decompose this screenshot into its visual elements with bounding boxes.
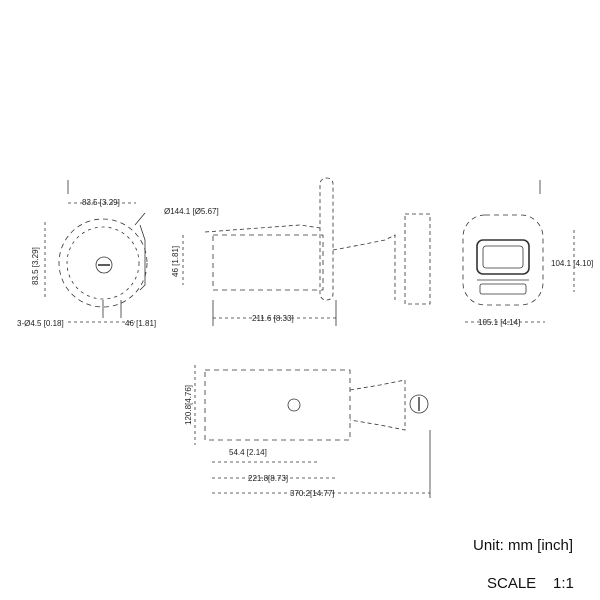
side-view-antenna <box>319 177 334 301</box>
side-view-camera-body <box>212 234 324 291</box>
bottom-view-body <box>204 369 351 441</box>
back-view-height-label: 104.1 [4.10] <box>551 259 593 268</box>
side-view-wall-mount <box>404 213 431 305</box>
back-view-housing <box>462 214 544 306</box>
front-view-width-label: 83.5 [3.29] <box>82 198 120 207</box>
bottom-view-height-label: 120.8[4.76] <box>184 385 193 425</box>
bottom-view-bracket <box>349 379 406 431</box>
front-view <box>44 180 184 323</box>
back-view-lens-window <box>476 239 530 275</box>
unit-label: Unit: mm [inch] <box>473 537 574 554</box>
side-view-bracket-arm <box>332 234 396 300</box>
front-view-outer-circle <box>58 218 148 308</box>
back-view-lower-panel <box>479 283 527 295</box>
side-view <box>204 177 431 326</box>
side-view-length-label: 211.6 [8.33] <box>252 314 294 323</box>
front-view-inner-circle <box>66 226 140 300</box>
side-view-visor <box>204 224 321 233</box>
front-view-center-hole <box>95 256 113 274</box>
front-view-depth-label: 46 [1.81] <box>171 246 180 277</box>
back-view-width-label: 105.1 [4.14] <box>478 318 520 327</box>
bottom-view-mount-knob <box>409 394 429 414</box>
front-view-offset-label: 46 [1.81] <box>125 319 156 328</box>
scale-label: SCALE <box>487 575 537 592</box>
bottom-view <box>194 365 431 498</box>
front-view-height-label: 83.5 [3.29] <box>31 247 40 285</box>
bottom-view-mid-label: 221.8[8.73] <box>248 474 288 483</box>
front-view-right-bracket <box>139 224 146 291</box>
back-view <box>462 180 575 323</box>
back-view-lens-inner <box>482 245 524 269</box>
scale-value: 1:1 <box>553 575 574 592</box>
front-view-hole-label: 3-Ø4.5 [0.18] <box>17 319 64 328</box>
bottom-view-short-label: 54.4 [2.14] <box>229 448 267 457</box>
bottom-view-screw <box>287 398 301 412</box>
bottom-view-total-label: 370.2[14.77] <box>290 489 334 498</box>
front-view-diameter-label: Ø144.1 [Ø5.67] <box>164 207 219 216</box>
front-view-leader-arrow <box>134 212 146 226</box>
